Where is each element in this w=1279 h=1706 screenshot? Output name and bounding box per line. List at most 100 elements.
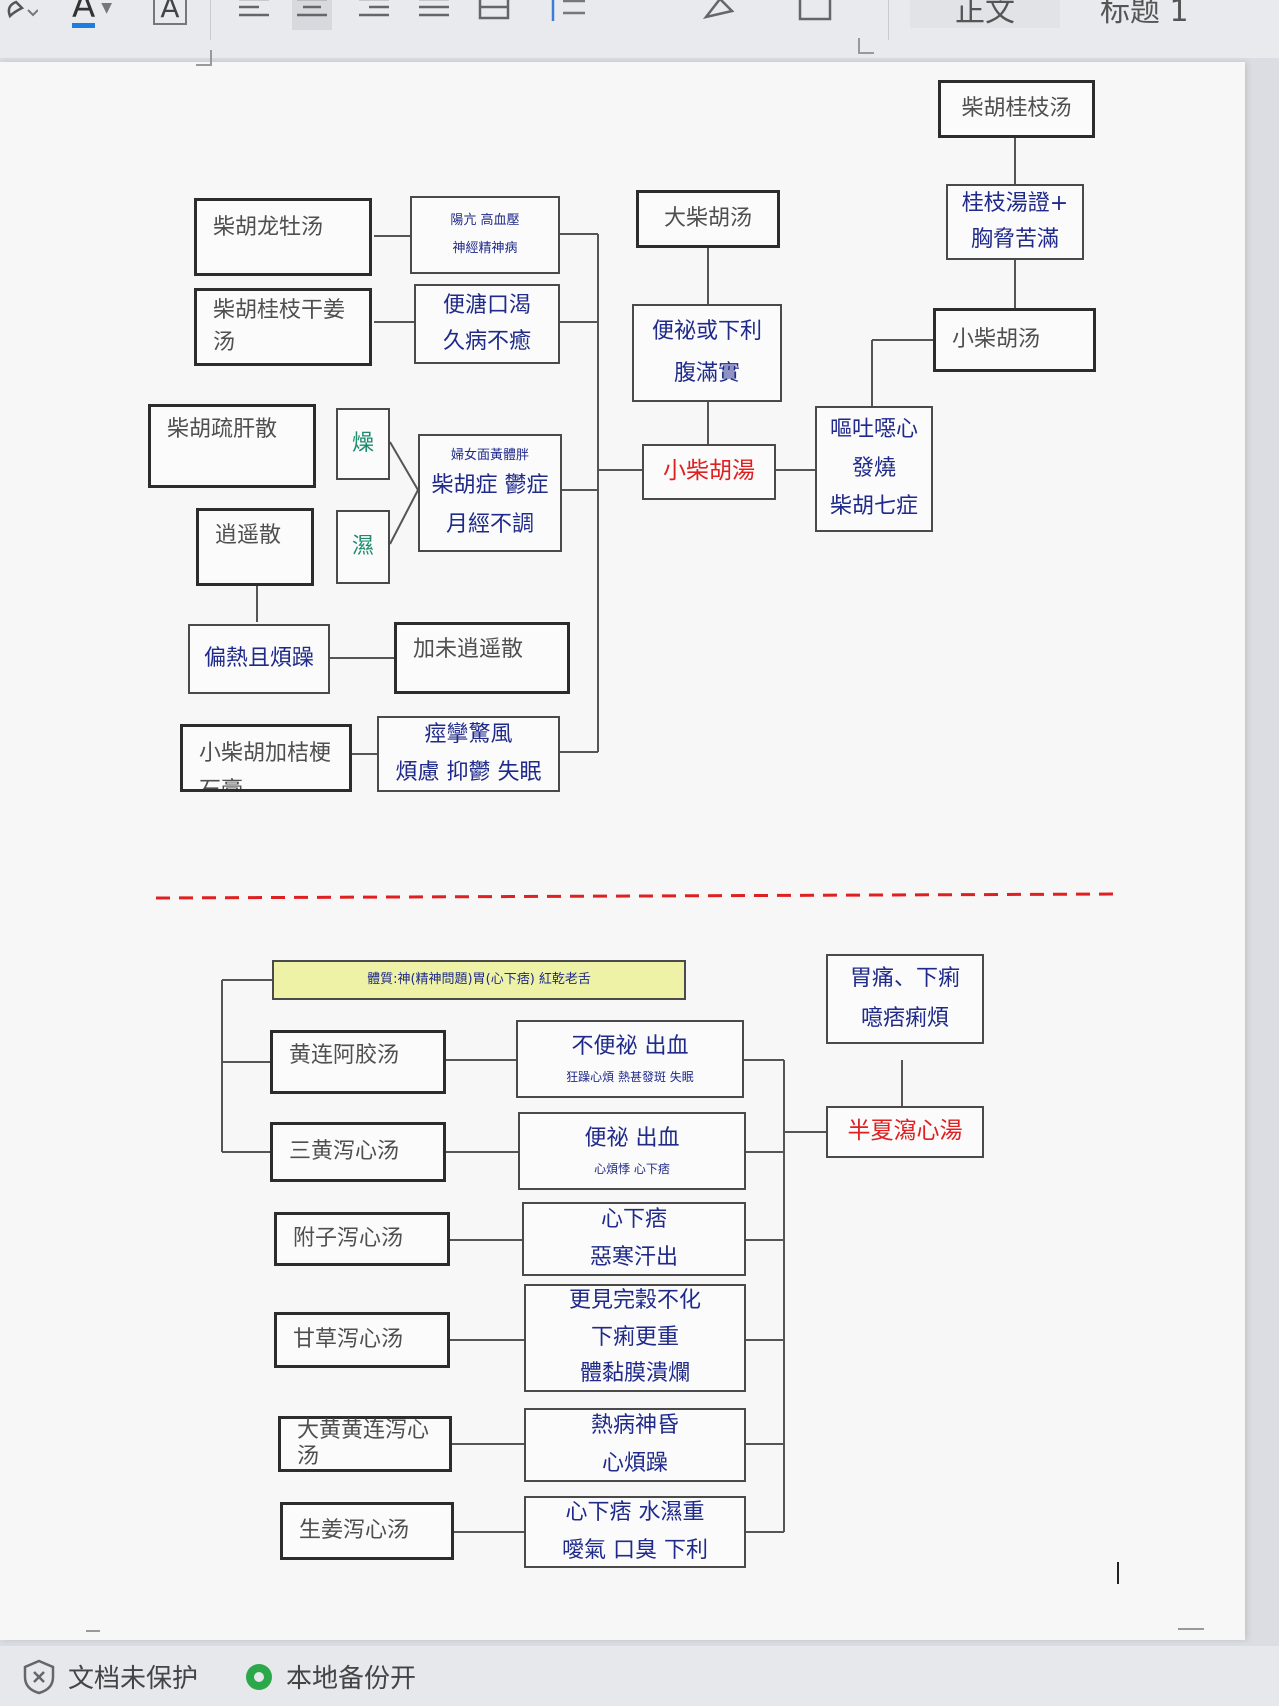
doc-protection-label: 文档未保护 <box>68 1664 199 1694</box>
box-longmu-desc: 陽亢 高血壓 神經精神病 <box>410 196 560 274</box>
box-jiegeng: 小柴胡加桔梗石膏 <box>180 724 352 792</box>
box-women-desc: 婦女面黃體胖 柴胡症 鬱症 月經不調 <box>418 434 562 552</box>
align-left-icon[interactable] <box>236 0 272 30</box>
box-jiawei: 加未逍遥散 <box>394 622 570 694</box>
box-label: 大柴胡汤 <box>663 205 752 231</box>
box-formula-desc: 心下痞 惡寒汗出 <box>522 1202 746 1276</box>
box-chaihu-guizhi-tang: 柴胡桂枝汤 <box>938 80 1095 138</box>
shield-icon <box>23 1659 55 1694</box>
status-bar: 文档未保护 本地备份开 <box>0 1646 1279 1706</box>
box-label: 燥 <box>351 430 374 456</box>
box-xiao-chaihu-center: 小柴胡湯 <box>642 444 776 500</box>
box-label: 熱病神昏 <box>590 1412 679 1438</box>
box-label: 附子泻心汤 <box>293 1225 404 1251</box>
box-label: 逍遥散 <box>215 523 282 548</box>
box-label: 下痢更重 <box>590 1324 679 1350</box>
box-formula-desc: 不便祕 出血 狂躁心煩 熱甚發斑 失眠 <box>516 1020 744 1098</box>
box-label: 心下痞 <box>600 1206 667 1232</box>
box-label: 腹滿實 <box>673 361 740 386</box>
box-label: 神經精神病 <box>452 241 518 256</box>
page-corner-mark <box>196 50 212 66</box>
box-label: 柴胡龙牡汤 <box>213 215 324 240</box>
box-label: 噫痞痢煩 <box>860 1006 949 1031</box>
box-label: 三黄泻心汤 <box>289 1138 400 1164</box>
box-label: 更見完穀不化 <box>568 1288 701 1314</box>
chevron-down-icon[interactable]: ▼ <box>101 0 113 16</box>
doc-protection-status[interactable]: 文档未保护 <box>22 1658 198 1695</box>
box-label: 不便祕 出血 <box>571 1033 689 1059</box>
box-label: 甘草泻心汤 <box>293 1326 404 1352</box>
box-banxia: 半夏瀉心湯 <box>826 1106 984 1158</box>
box-label: 胸脅苦滿 <box>970 227 1059 252</box>
distributed-icon[interactable] <box>476 0 512 30</box>
font-color-button[interactable]: A ▼ <box>62 0 122 30</box>
box-label: 大黄黄连泻心汤 <box>297 1417 430 1469</box>
document-page[interactable]: 柴胡桂枝汤 桂枝湯證+ 胸脅苦滿 小柴胡汤 大柴胡汤 便祕或下利 腹滿實 小柴胡… <box>0 38 1245 1640</box>
box-label: 發燒 <box>851 455 896 481</box>
line-spacing-icon[interactable] <box>544 0 594 30</box>
toolbar-divider <box>210 0 211 40</box>
box-label: 加未逍遥散 <box>413 637 524 662</box>
box-label: 煩慮 抑鬱 失眠 <box>395 760 542 785</box>
box-label: 心下痞 水濕重 <box>565 1499 705 1525</box>
style-normal-label: 正文 <box>955 0 1015 29</box>
style-heading1-label: 标题 1 <box>1100 0 1189 29</box>
box-label: 半夏瀉心湯 <box>847 1118 963 1145</box>
char-border-label: A <box>153 0 187 26</box>
section-divider <box>155 892 1121 900</box>
box-label: 小柴胡加桔梗石膏 <box>199 741 332 792</box>
box-outu: 嘔吐噁心 發燒 柴胡七症 <box>815 406 933 532</box>
box-shugan: 柴胡疏肝散 <box>148 404 316 488</box>
align-right-icon[interactable] <box>356 0 392 30</box>
char-border-button[interactable]: A <box>152 0 188 30</box>
box-label: 生姜泻心汤 <box>299 1517 410 1543</box>
box-label: 便祕或下利 <box>651 318 762 344</box>
box-formula-desc: 心下痞 水濕重 噯氣 口臭 下利 <box>524 1496 746 1568</box>
box-formula-row: 黄连阿胶汤 <box>270 1030 446 1094</box>
box-label: 心煩躁 <box>601 1451 668 1476</box>
box-jiegeng-desc: 痙攣驚風 煩慮 抑鬱 失眠 <box>377 716 560 792</box>
ribbon-toolbar: A ▼ A 正文 标题 1 <box>0 0 1279 58</box>
border-icon[interactable] <box>796 0 836 30</box>
box-label: 柴胡疏肝散 <box>167 417 278 442</box>
shading-icon[interactable] <box>700 0 740 30</box>
box-label: 偏熱且煩躁 <box>203 645 314 671</box>
box-label: 胃痛、下痢 <box>849 965 960 991</box>
box-label: 桂枝湯證+ <box>961 190 1069 216</box>
format-painter-icon[interactable] <box>0 0 40 30</box>
box-label: 柴胡桂枝干姜汤 <box>213 298 346 355</box>
box-label: 噯氣 口臭 下利 <box>562 1538 708 1563</box>
style-normal[interactable]: 正文 <box>910 0 1060 29</box>
box-label: 婦女面黃體胖 <box>450 447 529 463</box>
box-label: 柴胡桂枝汤 <box>961 95 1072 121</box>
box-label: 便祕 出血 <box>584 1125 680 1151</box>
box-label: 黄连阿胶汤 <box>289 1043 400 1068</box>
box-bianmi: 便祕或下利 腹滿實 <box>632 304 782 402</box>
box-formula-desc: 便祕 出血 心煩悸 心下痞 <box>518 1112 746 1190</box>
box-label: 狂躁心煩 熱甚發斑 失眠 <box>566 1070 694 1084</box>
page-corner-mark <box>86 1630 100 1646</box>
page-corner-mark <box>858 38 874 54</box>
box-pianre: 偏熱且煩躁 <box>188 624 330 694</box>
box-guizhi-ganjiang: 柴胡桂枝干姜汤 <box>194 288 372 366</box>
justify-icon[interactable] <box>416 0 452 30</box>
box-label: 惡寒汗出 <box>589 1245 678 1270</box>
box-guizhi-zheng: 桂枝湯證+ 胸脅苦滿 <box>946 184 1084 260</box>
box-xiaoyao: 逍遥散 <box>196 508 314 586</box>
box-label: 小柴胡湯 <box>663 458 755 485</box>
box-label: 濕 <box>351 533 374 559</box>
box-ganjiang-desc: 便溏口渴 久病不癒 <box>414 284 560 364</box>
box-label: 柴胡七症 <box>829 494 918 520</box>
style-heading1[interactable]: 标题 1 <box>1100 0 1260 29</box>
box-label: 久病不癒 <box>442 329 531 354</box>
box-weitong: 胃痛、下痢 噫痞痢煩 <box>826 954 984 1044</box>
box-shi: 濕 <box>336 510 390 584</box>
box-label: 小柴胡汤 <box>952 326 1041 352</box>
box-longmu: 柴胡龙牡汤 <box>194 198 372 276</box>
local-backup-status[interactable]: 本地备份开 <box>244 1658 416 1695</box>
align-center-icon[interactable] <box>292 0 332 30</box>
box-formula-row: 甘草泻心汤 <box>274 1312 450 1368</box>
box-formula-row: 附子泻心汤 <box>274 1212 450 1266</box>
box-xiao-chaihu-tang-top: 小柴胡汤 <box>933 308 1096 372</box>
backup-on-icon <box>246 1663 272 1690</box>
